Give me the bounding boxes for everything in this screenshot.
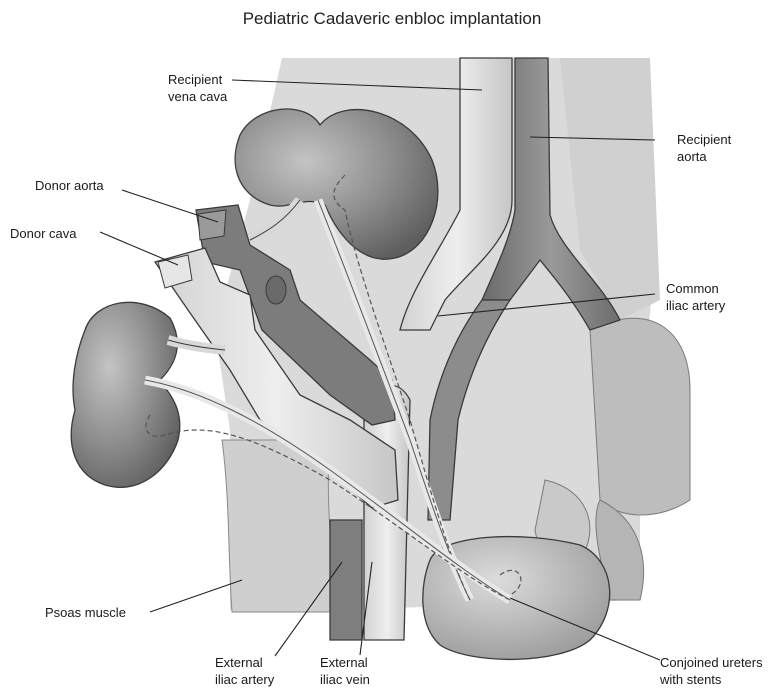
svg-text:iliac vein: iliac vein: [320, 672, 370, 687]
label-conjoined-ureters: Conjoined ureters with stents: [659, 655, 763, 687]
donor-kidney-lower: [71, 302, 180, 487]
svg-text:Recipient: Recipient: [168, 72, 223, 87]
svg-text:Recipient: Recipient: [677, 132, 732, 147]
svg-text:External: External: [320, 655, 368, 670]
svg-text:with stents: with stents: [659, 672, 722, 687]
svg-text:External: External: [215, 655, 263, 670]
label-common-iliac-artery: Common iliac artery: [666, 281, 726, 313]
svg-text:Common: Common: [666, 281, 719, 296]
external-iliac-artery: [330, 520, 362, 640]
svg-text:Conjoined ureters: Conjoined ureters: [660, 655, 763, 670]
svg-text:aorta: aorta: [677, 149, 707, 164]
svg-text:iliac artery: iliac artery: [666, 298, 726, 313]
label-external-iliac-vein: External iliac vein: [320, 655, 370, 687]
label-external-iliac-artery: External iliac artery: [215, 655, 275, 687]
svg-text:vena cava: vena cava: [168, 89, 228, 104]
label-donor-aorta: Donor aorta: [35, 178, 104, 193]
label-donor-cava: Donor cava: [10, 226, 77, 241]
label-recipient-aorta: Recipient aorta: [677, 132, 732, 164]
diagram-title: Pediatric Cadaveric enbloc implantation: [243, 9, 542, 28]
label-recipient-vena-cava: Recipient vena cava: [168, 72, 228, 104]
label-psoas-muscle: Psoas muscle: [45, 605, 126, 620]
svg-text:iliac artery: iliac artery: [215, 672, 275, 687]
